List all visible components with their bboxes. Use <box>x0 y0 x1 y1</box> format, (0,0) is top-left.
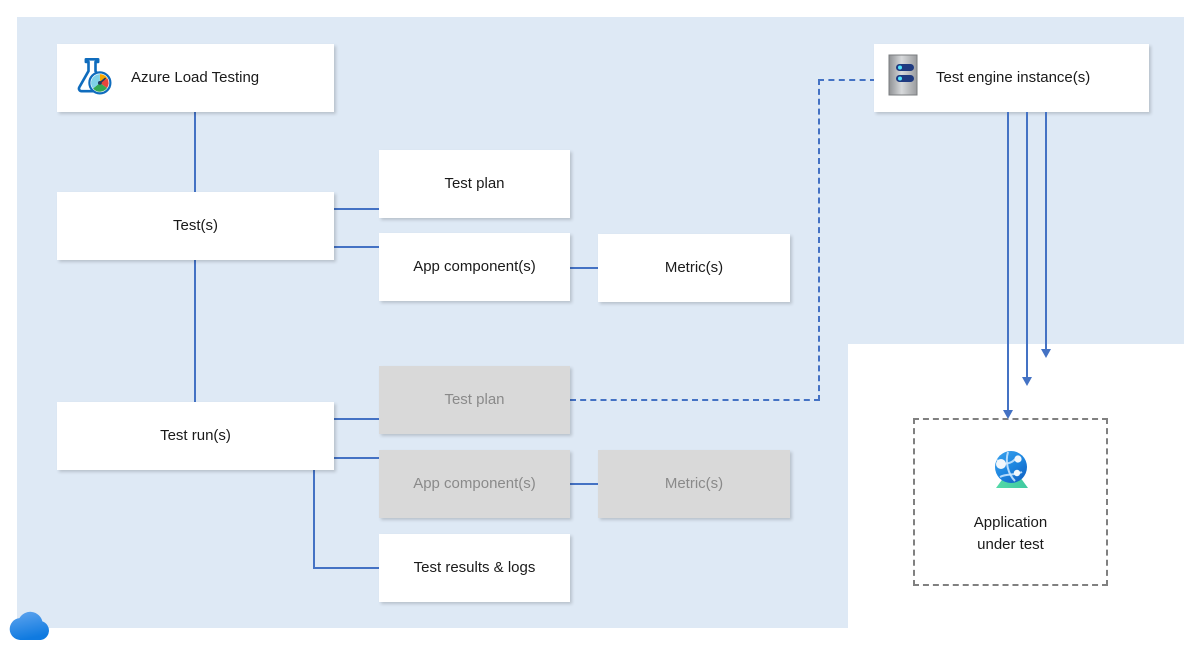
node-app-components-snapshot[interactable]: App component(s) <box>379 450 570 518</box>
azure-service-boundary-panel <box>17 17 848 628</box>
traffic-arrow-line-2 <box>1026 112 1028 380</box>
node-test-plan-label: Test plan <box>444 174 505 192</box>
application-under-test-boundary: Application under test <box>913 418 1108 586</box>
dashed-connector-testplan-snapshot-right <box>570 399 820 401</box>
node-metrics-label: Metric(s) <box>664 258 724 276</box>
traffic-arrow-head-3 <box>1041 349 1051 358</box>
connector-testruns-elbow-horizontal <box>313 567 380 569</box>
connector-testruns-elbow-vertical <box>313 469 315 569</box>
node-test-plan-snapshot-label: Test plan <box>444 390 505 408</box>
connector-tests-to-testplan <box>333 208 380 210</box>
traffic-arrow-head-2 <box>1022 377 1032 386</box>
connector-appcomponents-snapshot-to-metrics-snapshot <box>570 483 599 485</box>
connector-appcomponents-to-metrics <box>570 267 599 269</box>
node-test-results-logs-label: Test results & logs <box>413 558 536 576</box>
connector-testruns-to-appcomponents-snapshot <box>333 457 380 459</box>
node-test-engine-instances-label: Test engine instance(s) <box>936 68 1091 86</box>
application-under-test-label-line1: Application <box>973 514 1048 531</box>
node-test-engine-instances[interactable]: Test engine instance(s) <box>874 44 1149 112</box>
node-metrics[interactable]: Metric(s) <box>598 234 790 302</box>
connector-tests-to-testruns <box>194 259 196 403</box>
traffic-arrow-line-3 <box>1045 112 1047 352</box>
flask-gauge-icon <box>71 54 113 102</box>
node-test-runs[interactable]: Test run(s) <box>57 402 334 470</box>
traffic-arrow-head-1 <box>1003 410 1013 419</box>
app-service-globe-icon <box>984 446 1038 505</box>
node-metrics-snapshot-label: Metric(s) <box>664 474 724 492</box>
node-tests-label: Test(s) <box>173 216 218 234</box>
node-test-plan[interactable]: Test plan <box>379 150 570 218</box>
connector-loadtesting-to-tests <box>194 111 196 193</box>
node-tests[interactable]: Test(s) <box>57 192 334 260</box>
dashed-connector-vertical-riser <box>818 79 820 401</box>
application-under-test-label-line2: under test <box>977 535 1044 553</box>
node-azure-load-testing[interactable]: Azure Load Testing <box>57 44 334 112</box>
node-app-components[interactable]: App component(s) <box>379 233 570 301</box>
azure-cloud-icon <box>8 608 54 647</box>
node-test-plan-snapshot[interactable]: Test plan <box>379 366 570 434</box>
node-metrics-snapshot[interactable]: Metric(s) <box>598 450 790 518</box>
connector-tests-to-appcomponents <box>333 246 380 248</box>
traffic-arrow-line-1 <box>1007 112 1009 413</box>
connector-testruns-to-testplan-snapshot <box>333 418 380 420</box>
server-rack-icon <box>888 54 918 102</box>
node-test-runs-label: Test run(s) <box>160 426 231 444</box>
node-azure-load-testing-label: Azure Load Testing <box>131 68 260 86</box>
application-under-test-label: Application under test <box>915 512 1106 556</box>
dashed-connector-to-test-engine <box>818 79 876 81</box>
node-app-components-label: App component(s) <box>413 257 536 275</box>
node-test-results-logs[interactable]: Test results & logs <box>379 534 570 602</box>
node-app-components-snapshot-label: App component(s) <box>413 474 536 492</box>
